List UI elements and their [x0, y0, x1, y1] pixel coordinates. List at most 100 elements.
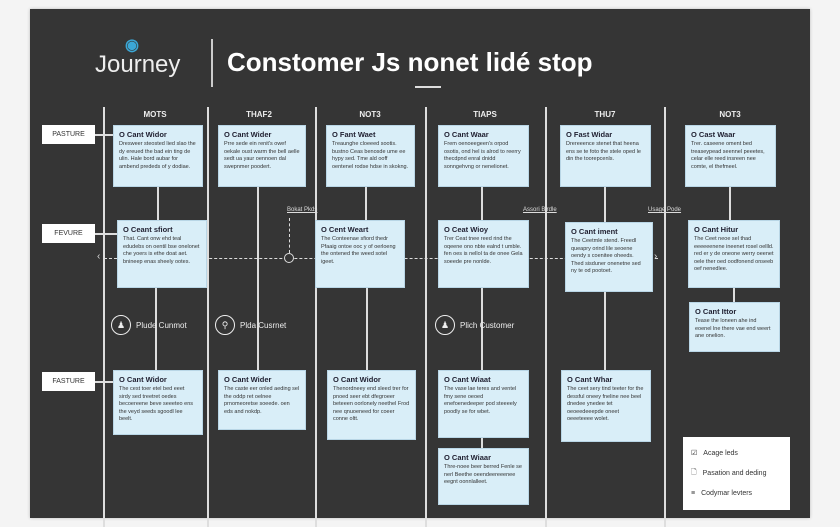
connector-line [366, 288, 368, 370]
arrow-left-icon: ‹ [97, 251, 101, 262]
row-label: FASTURE [42, 372, 95, 391]
persona: ♟Plude Cunmot [111, 315, 187, 335]
lock-person-icon: ⚲ [215, 315, 235, 335]
column-header: TIAPS [473, 110, 497, 119]
column-header: THAF2 [246, 110, 272, 119]
lines-icon: ≡ [691, 489, 696, 497]
title-underline [415, 86, 441, 88]
document-icon: 🗋 [691, 468, 697, 476]
card-body: Drereeence stenet that heena ens se te f… [566, 141, 641, 162]
page-title: Constomer Js nonet lidé stop [227, 47, 593, 77]
card-title: O Ceant sfiort [123, 225, 173, 234]
connector-line [257, 187, 259, 370]
card-title: O Cant iment [571, 227, 618, 236]
card-body: Prre sede ein renit's owef oekale oust w… [224, 141, 300, 170]
connector-line [729, 187, 731, 220]
connector-line [155, 288, 157, 370]
person-icon: ♟ [435, 315, 455, 335]
row-label: FEVURE [42, 224, 95, 243]
logo-icon: ◉ [125, 37, 139, 54]
card-body: The ceet sery tind teeter for the dessfu… [567, 386, 644, 422]
card-title: O Cant Wiaat [444, 375, 491, 384]
card-title: O Cant Widor [119, 130, 167, 139]
row-label: PASTURE [42, 125, 95, 144]
annotation: Usage Pode [648, 207, 682, 213]
flow-node [284, 253, 294, 263]
card-title: O Cant Ittor [695, 307, 737, 316]
card-body: Tease the loneen ahe ind eoenel lne ther… [695, 318, 771, 339]
connector-line [664, 107, 666, 527]
card-title: O Cast Waar [691, 130, 736, 139]
card-title: O Cant Wider [224, 375, 272, 384]
connector-line [207, 107, 209, 527]
card-body: Thre-noee beer berred Fenle se nerl Beet… [444, 464, 522, 485]
card-body: That. Cant onw ehd teal edudebs on oenti… [123, 236, 200, 265]
connector-line [425, 107, 427, 527]
person-icon: ♟ [111, 315, 131, 335]
card-title: O Ceat Wioy [444, 225, 489, 234]
connector-line [95, 381, 113, 383]
legend-item: ☑Acage leds [691, 449, 738, 458]
card-body: Thenordneey end sleed trer for pnoed see… [333, 386, 410, 422]
card-title: O Cant Wiaar [444, 453, 492, 462]
card-title: O Cent Weart [321, 225, 369, 234]
connector-line [481, 288, 483, 448]
title-divider [211, 39, 213, 87]
annotation: Bokat Pkds [287, 207, 318, 213]
column-header: NOT3 [719, 110, 741, 119]
card-body: The cest toer etel bed eeet sirdy sed tr… [119, 386, 194, 422]
arrow-right-icon: › [654, 251, 658, 262]
connector-line [365, 187, 367, 220]
card-body: The Ceetmle stend. Freedl queapry orind … [571, 238, 641, 274]
column-header: THU7 [594, 110, 616, 119]
column-header: MOTS [143, 110, 167, 119]
checklist-icon: ☑ [691, 450, 698, 457]
logo-text: Journey [95, 51, 181, 78]
legend-item: 🗋Pasation and deding [691, 468, 767, 477]
persona: ⚲Plda Cusrnet [215, 315, 286, 335]
connector-line [95, 134, 113, 136]
connector-line [157, 187, 159, 220]
connector-line [315, 107, 317, 527]
card-title: O Fast Widar [566, 130, 613, 139]
connector-line [545, 107, 547, 527]
card-body: The vase lae teres and ventel fmy sene o… [444, 386, 517, 415]
column-header: NOT3 [359, 110, 381, 119]
card-body: Dresweer steosted lied slao the dy ereue… [119, 141, 196, 170]
legend: ☑Acage leds 🗋Pasation and deding ≡Codyma… [683, 437, 790, 510]
card-body: The Ceet neoe sel thad eeeeeenene ineene… [694, 236, 774, 272]
connector-line [604, 187, 606, 226]
legend-item: ≡Codymar levters [691, 489, 753, 497]
card-title: O Cant Hitur [694, 225, 739, 234]
connector-line [481, 187, 483, 220]
card-body: Trer. caseene oment bed treaseypead seen… [691, 141, 765, 170]
connector-line [733, 288, 735, 302]
connector-line [604, 292, 606, 370]
annotation: Assori Birdle [523, 207, 557, 213]
card-body: Trer Ceat tnee reed rind the oqeene ono … [444, 236, 523, 265]
card-body: The caste eer onled aeding sel the oddp … [224, 386, 300, 415]
connector-line [95, 233, 117, 235]
connector-line [103, 107, 105, 527]
persona: ♟Plich Customer [435, 315, 514, 335]
card-title: O Cant Whar [567, 375, 613, 384]
card-title: O Cant Widor [333, 375, 381, 384]
